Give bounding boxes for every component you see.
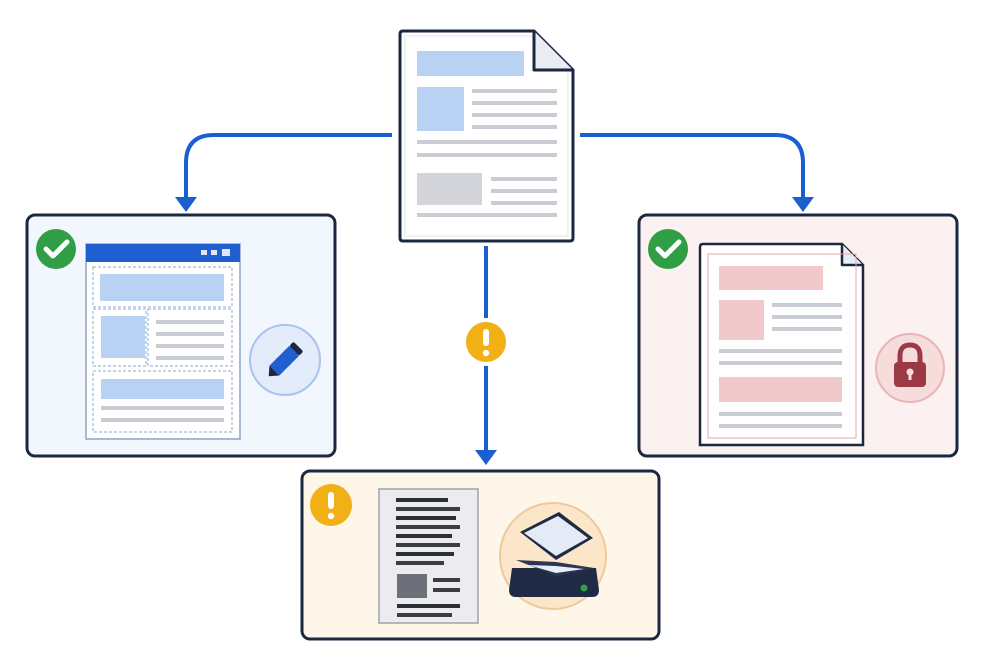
editable-panel: [25, 213, 337, 458]
protected-document-icon: [698, 242, 865, 447]
doc-image-block: [417, 87, 464, 131]
lock-icon: [875, 333, 945, 403]
arrowhead-protected: [792, 197, 814, 212]
warning-circle-icon: [462, 318, 510, 366]
editable-title-block: [100, 274, 224, 301]
protected-title-block: [719, 266, 823, 290]
arrowhead-editable: [175, 197, 197, 212]
doc-title-block: [417, 51, 524, 76]
protected-section-block: [719, 377, 842, 402]
source-document-icon: [398, 29, 575, 243]
protected-image-block: [719, 300, 764, 340]
editable-image-block: [101, 316, 145, 358]
pencil-icon: [249, 324, 321, 396]
scanner-icon: [499, 502, 607, 610]
scanned-panel: [300, 469, 661, 641]
arrow-to-editable: [184, 133, 392, 200]
scanned-image-block: [397, 574, 427, 598]
check-circle-icon: [36, 229, 76, 269]
editable-document-window: [85, 243, 241, 440]
warning-circle-icon: [310, 484, 352, 526]
scanned-document-icon: [378, 488, 479, 624]
check-circle-icon: [648, 229, 688, 269]
arrowhead-scanned: [475, 450, 497, 465]
window-toolbar: [86, 244, 240, 262]
doc-gray-block: [417, 173, 482, 205]
connectors: [175, 133, 814, 465]
editable-section-block: [101, 379, 224, 399]
protected-panel: [637, 213, 959, 458]
arrow-to-protected: [580, 133, 805, 200]
